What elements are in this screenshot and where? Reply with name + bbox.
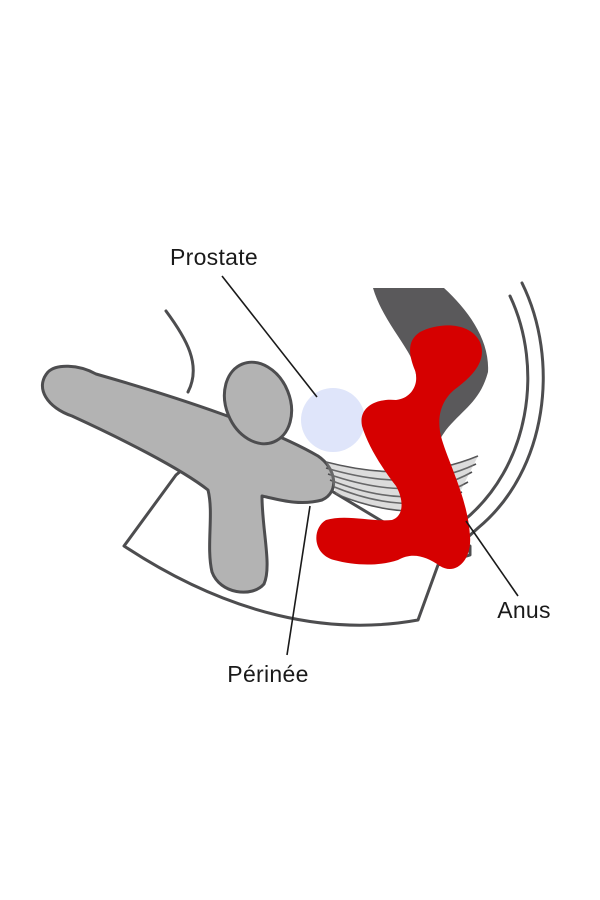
label-prostate: Prostate [170, 244, 258, 270]
anus-pointer-line [465, 520, 519, 597]
rectum-shape [316, 325, 482, 570]
back-outline-outer [466, 281, 545, 539]
prostate-shape [301, 388, 365, 452]
prostate-pointer-line [221, 275, 318, 398]
perineum-pointer-line [286, 505, 311, 656]
label-perineum: Périnée [227, 661, 308, 687]
label-anus: Anus [497, 597, 551, 623]
penis-shape [41, 364, 336, 594]
abdomen-outline [164, 309, 195, 394]
back-outline-inner [460, 294, 530, 524]
testicle-shape [222, 360, 294, 446]
